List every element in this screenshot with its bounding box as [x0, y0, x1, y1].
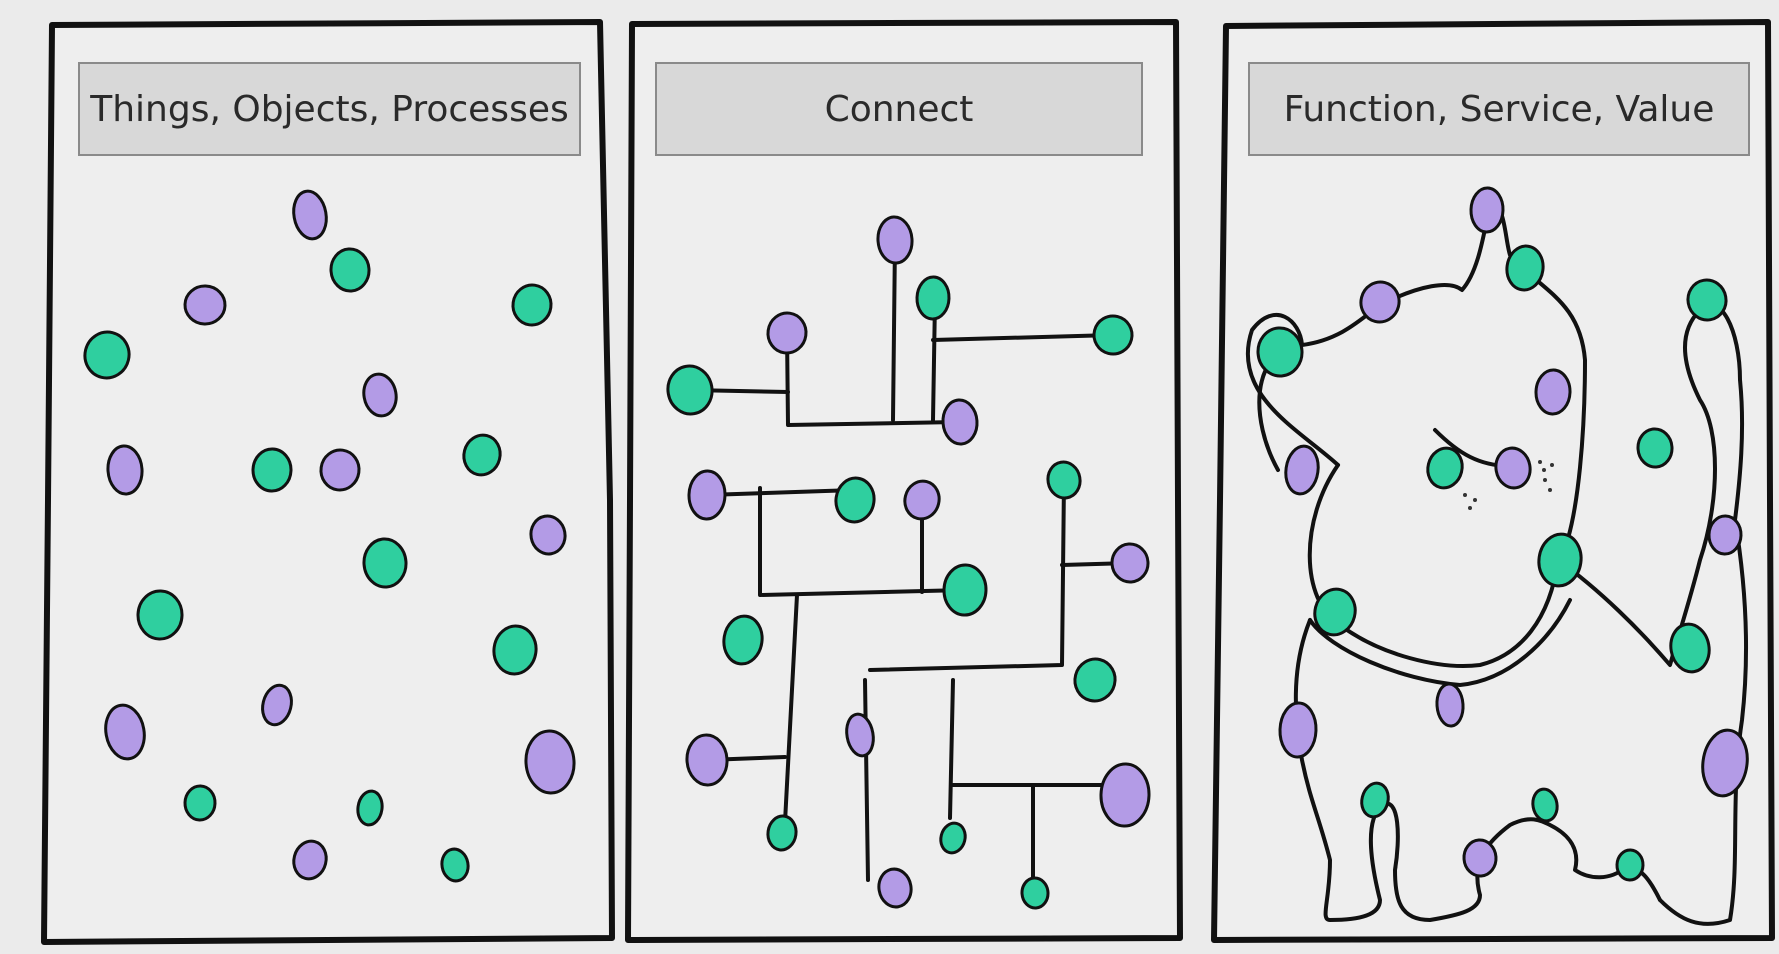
purple-node — [766, 311, 808, 355]
purple-node — [106, 444, 144, 496]
green-node — [1426, 446, 1464, 490]
green-node — [1615, 848, 1645, 882]
green-node — [1313, 587, 1357, 637]
green-node — [1073, 657, 1117, 703]
green-node — [1531, 787, 1559, 823]
green-node — [1092, 314, 1134, 356]
green-node — [1686, 278, 1728, 322]
panel-title-function: Function, Service, Value — [1248, 62, 1750, 156]
green-node — [939, 821, 967, 855]
green-node — [136, 589, 184, 641]
purple-node — [1534, 368, 1572, 416]
purple-node — [362, 372, 398, 418]
purple-node — [1284, 444, 1320, 496]
green-node — [722, 614, 764, 666]
purple-node — [941, 398, 979, 446]
connect-wiring — [688, 238, 1132, 887]
green-node — [251, 447, 293, 493]
green-node — [1537, 532, 1583, 588]
green-node — [915, 275, 951, 321]
panel-frame-connect — [625, 19, 1183, 943]
panel-title-connect: Connect — [655, 62, 1143, 156]
purple-node — [183, 284, 227, 326]
green-node — [362, 537, 408, 589]
purple-node — [1278, 701, 1318, 759]
green-node — [1046, 460, 1082, 500]
green-node — [511, 283, 553, 327]
green-node — [834, 476, 876, 524]
purple-node — [903, 479, 941, 521]
green-node — [83, 330, 131, 380]
green-node — [492, 624, 538, 676]
panel-frame-function — [1211, 19, 1775, 943]
purple-node — [1701, 728, 1749, 798]
green-node — [942, 563, 988, 617]
purple-node — [524, 729, 576, 795]
purple-node — [1359, 280, 1401, 324]
purple-node — [685, 733, 729, 787]
bear-whisker-dots — [1463, 460, 1554, 510]
green-node — [440, 847, 470, 883]
green-node — [1256, 326, 1304, 378]
purple-node — [1099, 762, 1151, 828]
purple-node — [104, 703, 146, 761]
purple-node — [877, 867, 913, 909]
purple-node — [876, 215, 914, 265]
purple-node — [292, 839, 328, 881]
purple-node — [1110, 542, 1150, 584]
purple-node — [687, 469, 727, 521]
green-node — [1360, 781, 1390, 819]
green-node — [1636, 427, 1674, 469]
green-node — [1020, 876, 1050, 910]
green-node — [462, 433, 502, 477]
purple-node — [261, 683, 293, 727]
purple-node — [1494, 446, 1532, 490]
nodes-layer — [83, 186, 1749, 910]
purple-node — [845, 712, 875, 758]
purple-node — [319, 448, 361, 492]
green-node — [356, 789, 384, 827]
purple-node — [1469, 186, 1505, 234]
purple-node — [1462, 838, 1498, 878]
green-node — [183, 784, 217, 822]
green-node — [766, 814, 798, 852]
panel-title-things: Things, Objects, Processes — [78, 62, 581, 156]
green-node — [666, 364, 714, 416]
green-node — [329, 247, 371, 293]
green-node — [1669, 622, 1711, 674]
purple-node — [292, 189, 328, 241]
purple-node — [529, 514, 567, 556]
purple-node — [1435, 682, 1465, 728]
green-node — [1505, 244, 1545, 292]
purple-node — [1707, 514, 1743, 556]
